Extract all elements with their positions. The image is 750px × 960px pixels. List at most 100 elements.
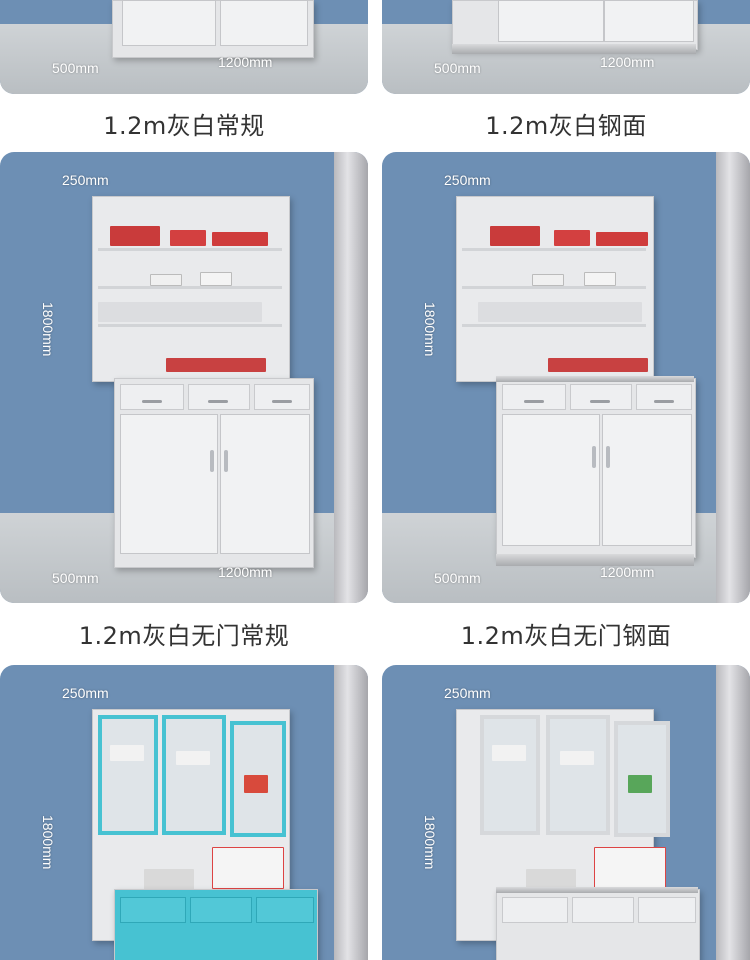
shelf xyxy=(462,286,646,289)
cabinet-door[interactable] xyxy=(220,414,310,554)
door-handle xyxy=(224,450,228,472)
drawer-pull xyxy=(142,400,162,403)
cabinet-door xyxy=(498,0,604,42)
glass-door[interactable] xyxy=(480,715,540,835)
cabinet-door xyxy=(604,0,694,42)
shelf xyxy=(98,248,282,251)
drawer[interactable] xyxy=(502,384,566,410)
medicine-box xyxy=(212,232,268,246)
medicine-box xyxy=(548,358,648,372)
cabinet-door xyxy=(122,0,216,46)
medicine-box xyxy=(200,272,232,286)
drawer[interactable] xyxy=(254,384,310,410)
medicine-box xyxy=(150,274,182,286)
cabinet-door[interactable] xyxy=(120,414,218,554)
depth-label: 500mm xyxy=(52,570,99,586)
drawer[interactable] xyxy=(190,897,252,923)
wall-pillar xyxy=(334,152,368,603)
product-caption: 1.2m灰白无门钢面 xyxy=(460,622,672,650)
drawer[interactable] xyxy=(570,384,632,410)
medicine-bottles xyxy=(526,869,576,891)
height-label: 1800mm xyxy=(422,815,438,870)
door-handle xyxy=(210,450,214,472)
glass-door[interactable] xyxy=(162,715,226,835)
drawer[interactable] xyxy=(120,384,184,410)
steel-base xyxy=(496,554,694,566)
product-image-gray-nodoor-standard[interactable]: 250mm 1800mm 500mm 1200mm xyxy=(0,152,368,603)
cabinet-door[interactable] xyxy=(502,414,600,546)
drawer[interactable] xyxy=(256,897,314,923)
first-aid-box xyxy=(212,847,284,889)
medicine-box xyxy=(166,358,266,372)
medicine-box xyxy=(176,751,210,765)
height-label: 1800mm xyxy=(40,815,56,870)
medicine-box xyxy=(98,302,262,322)
height-label: 1800mm xyxy=(422,302,438,357)
wall-pillar xyxy=(716,152,750,603)
drawer-pull xyxy=(272,400,292,403)
top-depth-label: 250mm xyxy=(444,685,491,701)
top-depth-label: 250mm xyxy=(444,172,491,188)
product-image-gray-glass[interactable]: 250mm 1800mm xyxy=(382,665,750,960)
top-depth-label: 250mm xyxy=(62,685,109,701)
width-label: 1200mm xyxy=(218,564,273,580)
medicine-box xyxy=(492,745,526,761)
medicine-box xyxy=(560,751,594,765)
depth-label: 500mm xyxy=(434,570,481,586)
top-depth-label: 250mm xyxy=(62,172,109,188)
drawer-pull xyxy=(590,400,610,403)
glass-door[interactable] xyxy=(546,715,610,835)
product-caption: 1.2m灰白无门常规 xyxy=(78,622,290,650)
drawer[interactable] xyxy=(120,897,186,923)
medicine-box xyxy=(532,274,564,286)
drawer[interactable] xyxy=(636,384,692,410)
shelf xyxy=(462,324,646,327)
drawer[interactable] xyxy=(638,897,696,923)
drawer[interactable] xyxy=(188,384,250,410)
drawer-pull xyxy=(654,400,674,403)
steel-base xyxy=(452,44,696,54)
product-image-gray-standard[interactable]: 500mm 1200mm xyxy=(0,0,368,94)
medicine-box xyxy=(110,745,144,761)
steel-top xyxy=(496,376,694,382)
medicine-bottles xyxy=(144,869,194,891)
drawer[interactable] xyxy=(502,897,568,923)
medicine-box xyxy=(584,272,616,286)
upper-shelf-unit xyxy=(92,196,290,382)
product-caption: 1.2m灰白钢面 xyxy=(485,112,647,140)
medicine-box xyxy=(490,226,540,246)
medicine-box xyxy=(478,302,642,322)
cabinet-door xyxy=(220,0,308,46)
wall-pillar xyxy=(716,665,750,960)
product-image-teal-glass[interactable]: 250mm 1800mm xyxy=(0,665,368,960)
medicine-box xyxy=(244,775,268,793)
shelf xyxy=(98,286,282,289)
door-handle xyxy=(592,446,596,468)
depth-label: 500mm xyxy=(434,60,481,76)
width-label: 1200mm xyxy=(600,564,655,580)
medicine-box xyxy=(596,232,648,246)
medicine-box xyxy=(628,775,652,793)
glass-door[interactable] xyxy=(98,715,158,835)
door-handle xyxy=(606,446,610,468)
shelf xyxy=(98,324,282,327)
shelf xyxy=(462,248,646,251)
cabinet-door[interactable] xyxy=(602,414,692,546)
product-image-gray-nodoor-steel[interactable]: 250mm 1800mm 500mm 1200mm xyxy=(382,152,750,603)
drawer-pull xyxy=(208,400,228,403)
medicine-box xyxy=(110,226,160,246)
upper-shelf-unit xyxy=(456,196,654,382)
medicine-box xyxy=(170,230,206,246)
drawer[interactable] xyxy=(572,897,634,923)
height-label: 1800mm xyxy=(40,302,56,357)
wall-pillar xyxy=(334,665,368,960)
steel-top xyxy=(496,887,698,893)
product-caption: 1.2m灰白常规 xyxy=(103,112,265,140)
first-aid-box xyxy=(594,847,666,889)
width-label: 1200mm xyxy=(600,54,655,70)
medicine-box xyxy=(554,230,590,246)
depth-label: 500mm xyxy=(52,60,99,76)
drawer-pull xyxy=(524,400,544,403)
product-image-gray-steel[interactable]: 500mm 1200mm xyxy=(382,0,750,94)
width-label: 1200mm xyxy=(218,54,273,70)
